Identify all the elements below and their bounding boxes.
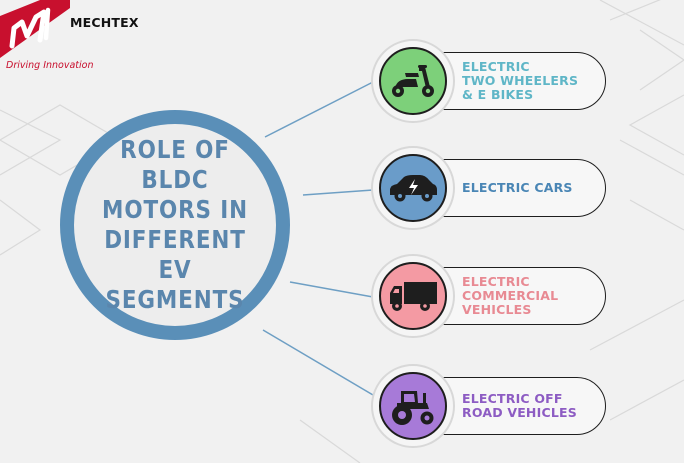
hub-title: ROLE OF BLDC MOTORS IN DIFFERENT EV SEGM… xyxy=(102,135,248,314)
connector-line xyxy=(302,189,374,196)
segment-icon-ring xyxy=(371,364,455,448)
segment-icon-disk xyxy=(379,154,447,222)
segment-icon-ring xyxy=(371,146,455,230)
segment-label: ELECTRIC COMMERCIAL VEHICLES xyxy=(462,274,559,317)
segment-icon-disk xyxy=(379,47,447,115)
logo-mark-icon xyxy=(0,0,70,58)
segment-icon-disk xyxy=(379,262,447,330)
scooter-icon xyxy=(392,65,434,97)
connector-line xyxy=(262,329,374,396)
brand-tagline: Driving Innovation xyxy=(6,60,94,71)
connector-line xyxy=(264,81,374,138)
hub-circle: ROLE OF BLDC MOTORS IN DIFFERENT EV SEGM… xyxy=(60,110,290,340)
segment-cars: ELECTRIC CARS xyxy=(371,146,611,230)
electric-car-icon xyxy=(390,175,437,202)
segment-icon-ring xyxy=(371,254,455,338)
tractor-icon xyxy=(392,391,434,425)
connector-line xyxy=(289,281,374,298)
segment-two-wheelers: ELECTRIC TWO WHEELERS & E BIKES xyxy=(371,39,611,123)
segment-icon-disk xyxy=(379,372,447,440)
mechtex-logo: MECHTEX Driving Innovation xyxy=(0,0,140,82)
segment-icon-ring xyxy=(371,39,455,123)
segment-label: ELECTRIC OFF ROAD VEHICLES xyxy=(462,391,577,420)
segment-label: ELECTRIC TWO WHEELERS & E BIKES xyxy=(462,59,579,102)
brand-name: MECHTEX xyxy=(70,15,139,30)
segment-commercial-vehicles: ELECTRIC COMMERCIAL VEHICLES xyxy=(371,254,611,338)
truck-icon xyxy=(390,282,437,311)
segment-label: ELECTRIC CARS xyxy=(462,180,573,195)
segment-off-road-vehicles: ELECTRIC OFF ROAD VEHICLES xyxy=(371,364,611,448)
